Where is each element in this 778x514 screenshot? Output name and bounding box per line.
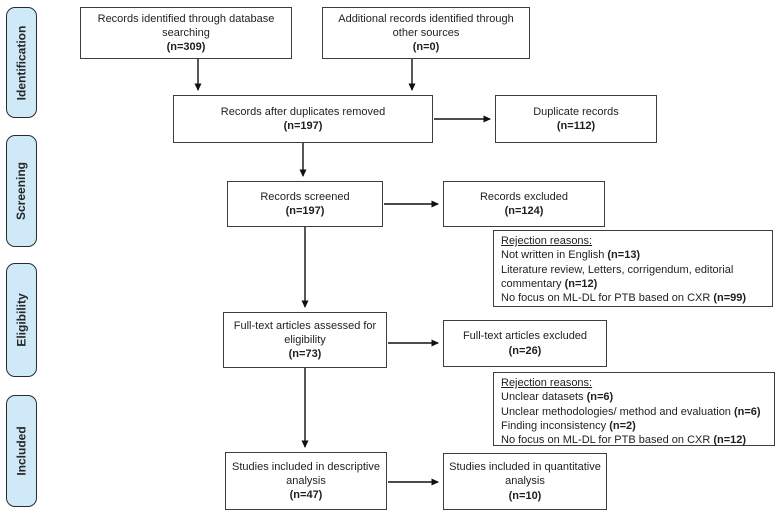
box-label: Additional records identified through ot… <box>338 12 514 39</box>
box-label: Records screened <box>260 190 350 203</box>
box-count: (n=309) <box>166 41 206 54</box>
box-label: Records after duplicates removed <box>220 105 386 118</box>
box-label: Studies included in descriptive analysis <box>232 460 380 487</box>
box-label: Duplicate records <box>533 105 619 118</box>
box-label: Records identified through database sear… <box>97 12 275 39</box>
box-label: Studies included in quantitative analysi… <box>449 461 601 488</box>
note-item: Unclear methodologies/ method and evalua… <box>501 405 761 418</box>
note-title: Rejection reasons: <box>501 377 593 389</box>
note-title: Rejection reasons: <box>501 235 593 247</box>
box-label: Full-text articles excluded <box>462 330 588 343</box>
box-count: (n=10) <box>508 489 542 502</box>
box-fulltext-assessed: Full-text articles assessed for eligibil… <box>223 312 387 368</box>
stage-eligibility: Eligibility <box>6 263 37 377</box>
box-count: (n=124) <box>504 205 544 217</box>
note-item: Unclear datasets (n=6) <box>501 391 614 404</box>
stage-identification: Identification <box>6 7 37 118</box>
note-item: Finding inconsistency (n=2) <box>501 419 636 432</box>
note-item: Literature review, Letters, corrigendum,… <box>501 263 734 290</box>
box-fulltext-excluded: Full-text articles excluded (n=26) <box>443 320 607 367</box>
note-item: No focus on ML-DL for PTB based on CXR (… <box>501 292 747 305</box>
box-duplicate-records: Duplicate records (n=112) <box>495 95 657 143</box>
note-item: Not written in English (n=13) <box>501 249 641 262</box>
note-rejection-reasons-eligibility: Rejection reasons: Unclear datasets (n=6… <box>493 372 775 446</box>
box-count: (n=197) <box>283 120 323 132</box>
stage-included-label: Included <box>14 426 29 476</box>
box-count: (n=112) <box>556 120 596 132</box>
box-label: Records excluded <box>479 190 569 203</box>
stage-identification-label: Identification <box>14 25 29 100</box>
box-studies-descriptive: Studies included in descriptive analysis… <box>225 452 387 510</box>
box-count: (n=47) <box>289 489 323 502</box>
stage-screening-label: Screening <box>14 161 29 221</box>
box-label: Full-text articles assessed for eligibil… <box>233 319 377 346</box>
stage-screening: Screening <box>6 135 37 247</box>
stage-included: Included <box>6 395 37 507</box>
box-count: (n=0) <box>412 41 440 54</box>
box-records-identified-database: Records identified through database sear… <box>80 7 292 59</box>
box-additional-records-other-sources: Additional records identified through ot… <box>322 7 530 59</box>
box-records-excluded: Records excluded (n=124) <box>443 181 605 227</box>
box-count: (n=26) <box>508 344 542 357</box>
box-records-after-duplicates-removed: Records after duplicates removed (n=197) <box>173 95 433 143</box>
stage-eligibility-label: Eligibility <box>14 293 29 347</box>
box-records-screened: Records screened (n=197) <box>227 181 383 227</box>
note-item: No focus on ML-DL for PTB based on CXR (… <box>501 434 747 447</box>
box-count: (n=73) <box>288 348 322 361</box>
note-rejection-reasons-screening: Rejection reasons: Not written in Englis… <box>493 230 773 307</box>
box-studies-quantitative: Studies included in quantitative analysi… <box>443 453 607 510</box>
box-count: (n=197) <box>285 205 325 217</box>
